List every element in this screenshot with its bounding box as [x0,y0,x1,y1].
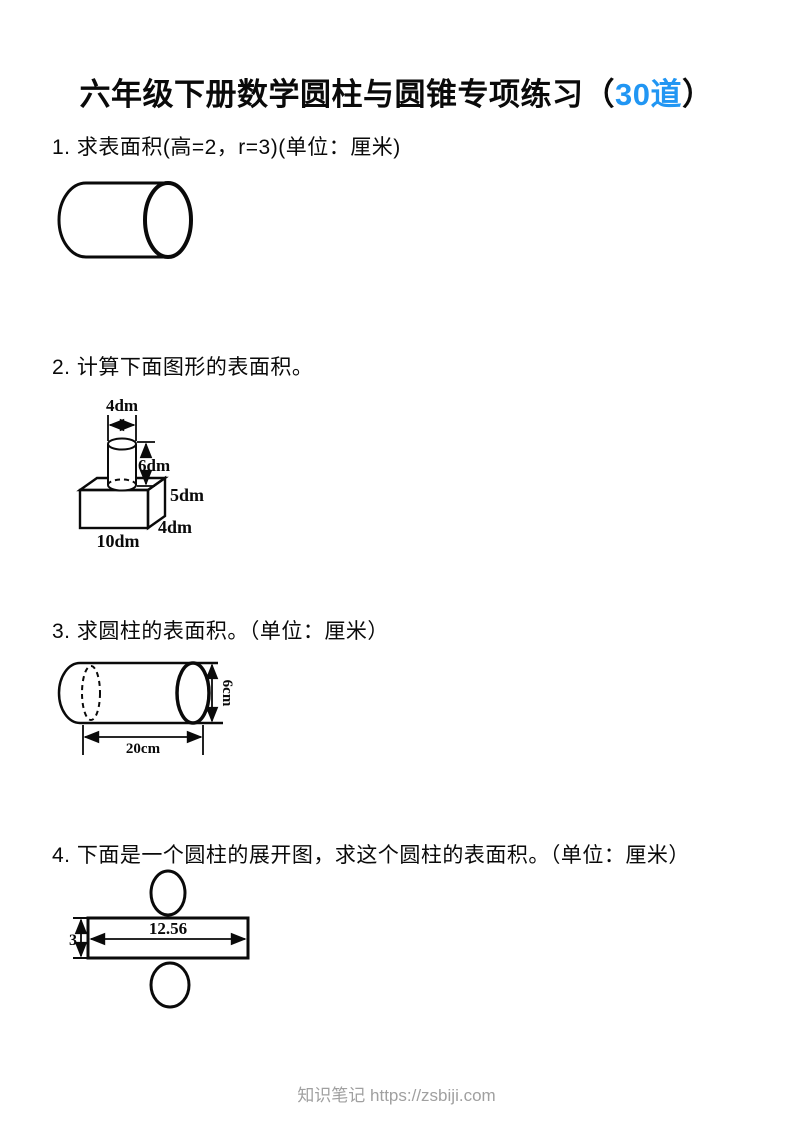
title-count-highlight: 30道 [615,76,682,112]
fig3-diameter-label: 6cm [219,680,235,707]
fig2-diameter-label: 4dm [106,396,138,415]
title-suffix: ） [681,76,714,112]
fig2-cylinder-height-label: 6dm [138,456,170,475]
footer-watermark: 知识笔记 https://zsbiji.com [297,1086,496,1105]
fig3-length-label: 20cm [126,741,161,757]
fig2-box-width-label: 10dm [96,531,139,551]
fig2-box-depth-label: 4dm [158,517,192,537]
question-4-text: 4. 下面是一个圆柱的展开图，求这个圆柱的表面积。（单位：厘米） [52,844,690,867]
fig3-hidden-face-dashed [81,665,101,721]
page-title: 六年级下册数学圆柱与圆锥专项练习（30道） [0,69,793,114]
fig4-lateral-rectangle [86,916,250,960]
fig4-height-dimension [73,917,88,959]
figure-2-cylinder-on-box: 4dm 6dm 5dm 4dm 10dm [76,396,204,551]
fig2-diameter-dimension [107,415,137,441]
figure-1-cylinder [57,181,193,259]
fig1-cylinder-body [57,181,168,259]
fig4-bottom-circle [149,961,191,1009]
fig1-cylinder-face [143,181,193,259]
question-3-text: 3. 求圆柱的表面积。（单位：厘米） [52,620,389,643]
figure-4-cylinder-net: 3 12.56 [69,869,250,1009]
fig2-height-dimension [137,441,155,487]
question-2-text: 2. 计算下面图形的表面积。 [52,356,314,379]
fig4-width-label: 12.56 [149,919,187,938]
fig4-top-circle [149,869,187,917]
question-1-text: 1. 求表面积(高=2，r=3)(单位：厘米) [52,136,401,159]
fig2-cylinder-fill [108,438,136,491]
fig2-box-height-label: 5dm [170,485,204,505]
fig3-length-dimension [82,725,204,755]
fig4-height-label: 3 [69,932,77,949]
fig3-front-face [175,661,211,725]
fig2-hidden-edge-dashed [107,478,137,486]
fig2-cylinder-outline [107,437,137,492]
title-prefix: 六年级下册数学圆柱与圆锥专项练习（ [79,76,615,112]
figure-3-cylinder-dimensions: 6cm 20cm [57,661,235,757]
fig3-cylinder-outline [57,661,223,725]
